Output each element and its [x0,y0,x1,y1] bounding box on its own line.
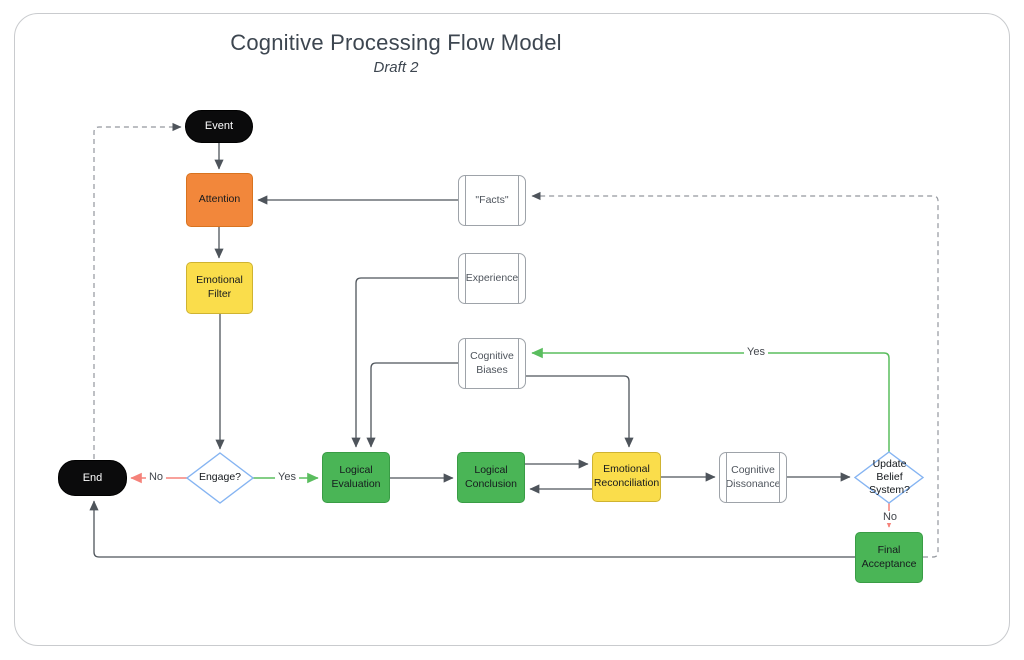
edge-label-engage-no: No [145,471,167,483]
edge-cognitive-biases-to-logical-evaluation [366,362,458,448]
node-final-acceptance: Final Acceptance [855,532,923,583]
node-experience-label: Experience [465,271,519,284]
node-engage-label: Engage? [198,471,242,484]
edge-end-to-event [93,122,182,459]
node-engage-diamond [185,452,255,504]
node-end-label: End [82,471,103,484]
node-cognitive-biases-label: Cognitive Biases [470,349,514,376]
node-emotional-reconciliation-label: Emotional Reconciliation [593,463,660,489]
node-update-belief-label: Update Belief System? [869,457,910,497]
edge-experience-to-logical-evaluation [351,277,458,448]
node-experience: Experience [458,253,526,304]
diagram-subtitle: Draft 2 [373,59,419,76]
node-facts: "Facts" [458,175,526,226]
node-emotional-filter: Emotional Filter [186,262,253,314]
node-event-label: Event [204,120,234,133]
edge-final-acceptance-to-facts [531,191,939,558]
node-event: Event [185,110,253,143]
edge-label-engage-yes: Yes [275,471,299,483]
node-end: End [58,460,127,496]
node-emotional-reconciliation: Emotional Reconciliation [592,452,661,502]
node-cognitive-biases: Cognitive Biases [458,338,526,389]
node-logical-evaluation: Logical Evaluation [322,452,390,503]
node-facts-label: "Facts" [475,193,509,206]
node-attention-label: Attention [198,193,241,206]
node-cognitive-dissonance-label: Cognitive Dissonance [725,463,781,490]
diagram-title: Cognitive Processing Flow Model [230,30,562,55]
node-logical-evaluation-label: Logical Evaluation [331,463,381,490]
edge-label-update-no: No [879,511,901,523]
edge-label-update-yes: Yes [744,346,768,358]
edge-update-belief-yes-to-cognitive-biases [531,347,890,452]
node-cognitive-dissonance: Cognitive Dissonance [719,452,787,503]
node-final-acceptance-label: Final Acceptance [861,543,917,570]
node-attention: Attention [186,173,253,227]
node-logical-conclusion: Logical Conclusion [457,452,525,503]
node-update-belief-diamond [853,451,925,504]
diagram-frame [14,13,1010,646]
node-emotional-filter-label: Emotional Filter [196,274,243,300]
edge-final-acceptance-to-end [89,500,855,558]
edge-cognitive-biases-to-emotional-reconciliation [526,375,634,448]
node-logical-conclusion-label: Logical Conclusion [465,463,517,490]
